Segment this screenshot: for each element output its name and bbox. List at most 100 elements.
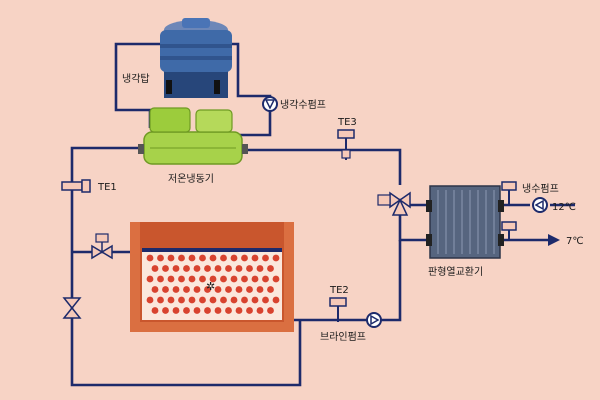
ice-ball <box>241 275 248 283</box>
ice-ball <box>267 307 274 314</box>
chiller-outlet-pipe <box>242 148 402 185</box>
plate-heat-exchanger-icon <box>426 185 504 259</box>
ice-ball <box>167 296 175 304</box>
ice-ball <box>230 254 238 262</box>
temperature-sensor-icon <box>501 181 517 205</box>
ice-ball <box>183 307 190 314</box>
plate-heat-exchanger-label: 판형열교환기 <box>428 266 483 278</box>
supply-arrow-icon <box>548 234 560 246</box>
ice-ball <box>157 254 164 262</box>
ice-ball <box>267 265 274 272</box>
ice-ball <box>256 307 264 314</box>
ice-ball <box>262 254 269 262</box>
ice-ball <box>204 265 211 272</box>
ice-ball <box>151 307 159 314</box>
ice-ball <box>272 296 280 304</box>
ice-ball <box>199 254 206 262</box>
temperature-sensor-icon <box>501 221 517 240</box>
ice-ball <box>220 275 227 283</box>
ice-ball <box>172 265 180 272</box>
return-temp-label: 12℃ <box>552 202 576 213</box>
ice-ball <box>188 296 196 304</box>
ice-ball <box>214 307 222 314</box>
ice-ball <box>146 275 154 283</box>
ice-ball <box>188 254 196 262</box>
ice-ball <box>272 275 280 283</box>
ice-storage-tank-icon: ✲ <box>130 222 294 332</box>
ice-ball <box>230 296 238 304</box>
pipe-network <box>70 42 548 387</box>
pump-icon[interactable] <box>262 96 278 112</box>
ice-ball <box>162 307 169 314</box>
ice-ball <box>167 254 175 262</box>
ice-ball <box>220 254 227 262</box>
ice-ball <box>251 275 259 283</box>
ice-ball <box>162 265 169 272</box>
ice-ball <box>188 275 196 283</box>
ice-ball <box>256 286 264 293</box>
ice-ball <box>146 296 154 304</box>
ice-ball <box>199 275 206 283</box>
pump-icon[interactable] <box>366 312 382 328</box>
three-way-valve-icon[interactable] <box>91 233 113 260</box>
ice-ball <box>151 286 159 293</box>
ice-ball <box>199 296 206 304</box>
ice-ball <box>256 265 264 272</box>
chiller-label: 저온냉동기 <box>168 173 214 185</box>
ice-ball <box>167 275 175 283</box>
three-way-valve-icon[interactable] <box>62 297 82 319</box>
pump-icon[interactable] <box>532 197 548 213</box>
ice-ball <box>214 265 222 272</box>
ice-ball <box>246 265 253 272</box>
ice-ball <box>235 265 243 272</box>
ice-ball <box>193 307 201 314</box>
te3-label: TE3 <box>337 117 357 128</box>
ice-ball <box>220 296 227 304</box>
chiller-to-te1-pipe <box>70 146 302 387</box>
chilled-water-pump-label: 냉수펌프 <box>522 183 559 195</box>
ice-ball <box>204 286 211 293</box>
ice-ball <box>172 307 180 314</box>
ice-ball <box>251 254 259 262</box>
three-way-valve-icon[interactable] <box>377 191 411 216</box>
cooling-water-pump-label: 냉각수펌프 <box>280 99 326 111</box>
ice-ball <box>241 296 248 304</box>
ice-ball <box>235 307 243 314</box>
ice-ball <box>262 296 269 304</box>
ice-ball <box>183 286 190 293</box>
brine-pump-label: 브라인펌프 <box>320 331 366 343</box>
ice-ball <box>157 275 164 283</box>
brine-diffuser-icon: ✲ <box>206 280 215 293</box>
ice-ball <box>214 286 222 293</box>
cooling-tower-icon <box>160 18 232 98</box>
ice-ball <box>235 286 243 293</box>
brine-pump-line-pipe <box>292 240 402 322</box>
ice-ball <box>162 286 169 293</box>
te1-label: TE1 <box>97 182 117 193</box>
ice-ball <box>272 254 280 262</box>
supply-temp-label: 7℃ <box>566 236 584 247</box>
ice-ball <box>193 265 201 272</box>
ice-ball <box>241 254 248 262</box>
ice-ball <box>178 275 185 283</box>
ice-ball <box>178 254 185 262</box>
ice-ball <box>172 286 180 293</box>
ice-ball <box>230 275 238 283</box>
chiller-icon <box>138 107 248 165</box>
temperature-sensor-icon <box>329 297 347 322</box>
ice-ball <box>209 275 217 283</box>
ice-ball <box>204 307 211 314</box>
temperature-sensor-icon <box>61 179 91 193</box>
ice-ball <box>209 254 217 262</box>
te2-label: TE2 <box>329 285 349 296</box>
ice-ball <box>246 286 253 293</box>
ice-ball <box>262 275 269 283</box>
ice-ball <box>251 296 259 304</box>
cooling-water-return-pipe <box>215 42 272 137</box>
ice-ball-cluster <box>146 254 280 314</box>
ice-ball <box>225 307 232 314</box>
temperature-sensor-icon <box>337 129 355 160</box>
ice-ball <box>209 296 217 304</box>
ice-ball <box>225 265 232 272</box>
